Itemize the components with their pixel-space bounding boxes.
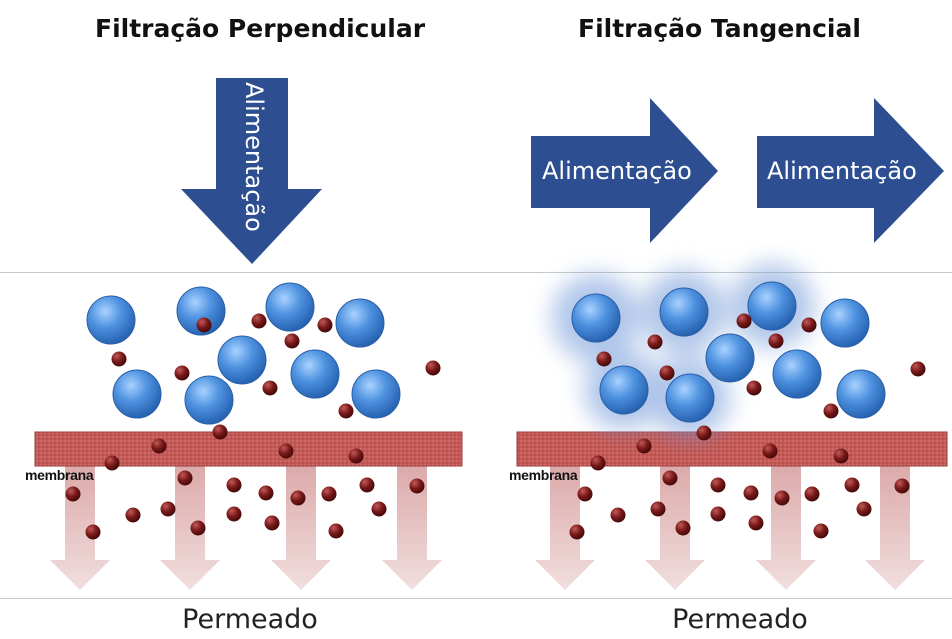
small-particle <box>804 486 820 502</box>
large-particle <box>351 369 401 419</box>
large-particle <box>335 298 385 348</box>
small-particle <box>675 520 691 536</box>
small-particle <box>174 365 190 381</box>
small-particle <box>662 470 678 486</box>
right-feed-arrow-2 <box>757 98 944 243</box>
small-particle <box>125 507 141 523</box>
small-particle <box>226 506 242 522</box>
large-particle <box>665 373 715 423</box>
large-particle <box>265 282 315 332</box>
small-particle <box>636 438 652 454</box>
small-particle <box>659 365 675 381</box>
small-particle <box>746 380 762 396</box>
small-particle <box>736 313 752 329</box>
right-feed-label-2: Alimentação <box>767 157 917 185</box>
large-particle <box>772 349 822 399</box>
large-particle <box>659 287 709 337</box>
right-membrane <box>516 431 948 467</box>
large-particle <box>112 369 162 419</box>
small-particle <box>577 486 593 502</box>
left-membrane-label: membrana <box>25 467 94 483</box>
small-particle <box>748 515 764 531</box>
small-particle <box>251 313 267 329</box>
right-feed-arrow-1 <box>531 98 718 243</box>
small-particle <box>710 506 726 522</box>
small-particle <box>284 333 300 349</box>
large-particle <box>747 281 797 331</box>
small-particle <box>104 455 120 471</box>
large-particle <box>184 375 234 425</box>
right-membrane-label: membrana <box>509 467 578 483</box>
small-particle <box>151 438 167 454</box>
small-particle <box>590 455 606 471</box>
small-particle <box>264 515 280 531</box>
bottom-separator-line <box>0 598 952 599</box>
large-particles <box>86 281 886 425</box>
small-particle <box>647 334 663 350</box>
small-particle <box>338 403 354 419</box>
small-particle <box>823 403 839 419</box>
small-particle <box>160 501 176 517</box>
small-particle <box>910 361 926 377</box>
large-particle <box>290 349 340 399</box>
small-particle <box>328 523 344 539</box>
small-particle <box>425 360 441 376</box>
small-particle <box>321 486 337 502</box>
small-particle <box>65 486 81 502</box>
small-particle <box>262 380 278 396</box>
large-particle <box>836 369 886 419</box>
left-permeate-label: Permeado <box>182 604 318 635</box>
small-particle <box>650 501 666 517</box>
small-particle <box>596 351 612 367</box>
small-particle <box>177 470 193 486</box>
small-particle <box>226 477 242 493</box>
small-particle <box>813 523 829 539</box>
small-particle <box>894 478 910 494</box>
top-separator-line <box>0 272 952 273</box>
left-panel-title: Filtração Perpendicular <box>95 14 426 43</box>
small-particle <box>569 524 585 540</box>
right-permeate-arrows <box>535 466 925 590</box>
right-feed-label-1: Alimentação <box>542 157 692 185</box>
small-particle <box>833 448 849 464</box>
large-particle <box>176 286 226 336</box>
small-particle <box>278 443 294 459</box>
left-membrane <box>34 431 463 467</box>
large-particle <box>571 293 621 343</box>
small-particle <box>762 443 778 459</box>
small-particle <box>696 425 712 441</box>
small-particle <box>774 490 790 506</box>
small-particle <box>290 490 306 506</box>
small-particle <box>212 424 228 440</box>
small-particles <box>65 313 926 540</box>
small-particle <box>258 485 274 501</box>
left-feed-label: Alimentação <box>240 82 268 232</box>
left-permeate-arrows <box>50 466 442 590</box>
large-particle <box>217 335 267 385</box>
small-particle <box>196 317 212 333</box>
small-particle <box>610 507 626 523</box>
small-particle <box>743 485 759 501</box>
large-particle <box>599 365 649 415</box>
small-particle <box>371 501 387 517</box>
small-particle <box>710 477 726 493</box>
right-permeate-label: Permeado <box>672 604 808 635</box>
small-particle <box>801 317 817 333</box>
large-particle <box>86 295 136 345</box>
large-particle <box>705 333 755 383</box>
right-panel-title: Filtração Tangencial <box>578 14 861 43</box>
small-particle <box>409 478 425 494</box>
small-particle <box>768 333 784 349</box>
small-particle <box>111 351 127 367</box>
small-particle <box>359 477 375 493</box>
small-particle <box>317 317 333 333</box>
small-particle <box>348 448 364 464</box>
small-particle <box>85 524 101 540</box>
small-particle <box>844 477 860 493</box>
left-feed-arrow <box>181 78 322 264</box>
large-particle <box>820 298 870 348</box>
small-particle <box>190 520 206 536</box>
small-particle <box>856 501 872 517</box>
